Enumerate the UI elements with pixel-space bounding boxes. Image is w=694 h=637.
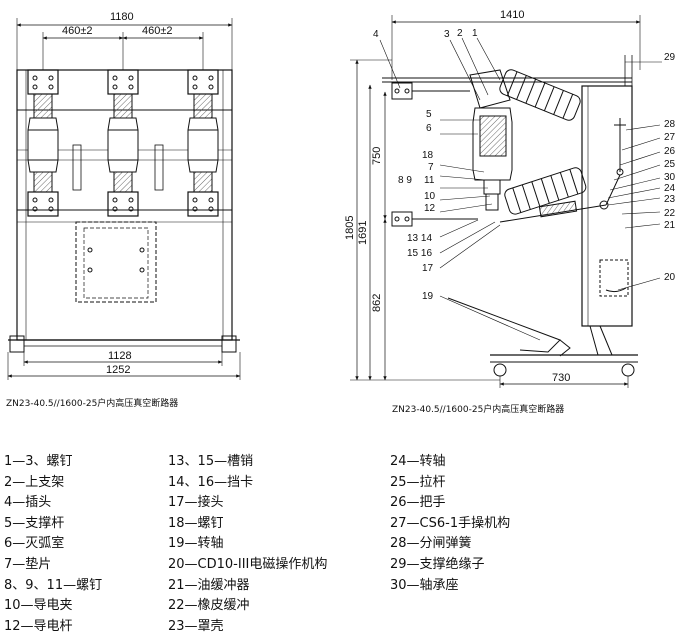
legend-item: 24—转轴	[390, 454, 446, 469]
legend-item: 30—轴承座	[390, 577, 459, 593]
callout-23: 23	[664, 194, 676, 205]
callout-22: 22	[664, 208, 676, 219]
callout-20: 20	[664, 272, 676, 283]
legend-item: 28—分闸弹簧	[390, 536, 472, 552]
legend-item: 1—3、螺钉	[4, 454, 73, 469]
callout-10: 10	[424, 191, 436, 202]
callout-26: 26	[664, 146, 676, 157]
callout-19: 19	[422, 291, 434, 302]
callout-8-9: 8 9	[398, 175, 412, 186]
legend-item: 7—垫片	[4, 556, 52, 572]
callout-5: 5	[426, 109, 432, 120]
pole-3	[187, 69, 219, 217]
dim-1805: 1805	[344, 216, 356, 240]
dim-730: 730	[552, 372, 570, 384]
pole-1	[27, 69, 59, 217]
legend-item: 23—罩壳	[168, 618, 224, 634]
legend-item: 25—拉杆	[390, 474, 446, 490]
callout-28: 28	[664, 119, 676, 130]
pole-2	[107, 69, 139, 217]
legend-item: 13、15—槽销	[168, 454, 254, 469]
callout-12: 12	[424, 203, 436, 214]
callout-15-16: 15 16	[407, 248, 432, 259]
callout-7: 7	[428, 162, 434, 173]
left-caption: ZN23-40.5//1600-25户内高压真空断路器	[6, 399, 179, 409]
technical-drawing: 1180 460±2 460±2 1128 1252	[7, 9, 676, 388]
callout-18: 18	[422, 150, 434, 161]
legend-column-2: 13、15—槽销 14、16—挡卡 17—接头 18—螺钉 19—转轴 20—C…	[168, 452, 327, 637]
dim-460-b: 460±2	[142, 25, 173, 37]
legend-column-3: 24—转轴 25—拉杆 26—把手 27—CS6-1手操机构 28—分闸弹簧 2…	[390, 452, 510, 596]
legend-item: 27—CS6-1手操机构	[390, 515, 511, 531]
dim-1410: 1410	[500, 9, 524, 21]
callout-21: 21	[664, 220, 676, 231]
legend-item: 20—CD10-III电磁操作机构	[168, 556, 328, 572]
callouts: 4 3 2 1 29 5 6 18 7 8 9 11 10 12 13 14 1…	[373, 28, 676, 302]
dim-1252: 1252	[106, 364, 130, 376]
legend-item: 18—螺钉	[168, 515, 224, 531]
side-view	[350, 15, 662, 388]
right-caption: ZN23-40.5//1600-25户内高压真空断路器	[392, 405, 565, 415]
legend-item: 4—插头	[4, 495, 52, 511]
legend-item: 10—导电夹	[4, 598, 73, 614]
callout-1: 1	[472, 28, 478, 39]
dim-1180: 1180	[110, 11, 134, 23]
dim-862: 862	[371, 294, 383, 312]
front-view	[7, 18, 241, 380]
callout-30: 30	[664, 172, 676, 183]
callout-25: 25	[664, 159, 676, 170]
callout-13-14: 13 14	[407, 233, 432, 244]
legend-item: 17—接头	[168, 495, 224, 511]
callout-24: 24	[664, 183, 676, 194]
legend-item: 19—转轴	[168, 536, 224, 552]
callout-4: 4	[373, 29, 379, 40]
legend-item: 29—支撑绝缘子	[390, 556, 485, 572]
legend-item: 2—上支架	[4, 474, 65, 490]
dim-750: 750	[371, 147, 383, 165]
callout-6: 6	[426, 123, 432, 134]
legend-column-1: 1—3、螺钉 2—上支架 4—插头 5—支撑杆 6—灭弧室 7—垫片 8、9、1…	[4, 452, 102, 637]
dim-460-a: 460±2	[62, 25, 93, 37]
legend-item: 6—灭弧室	[4, 536, 65, 552]
dim-1128: 1128	[108, 350, 132, 362]
callout-29: 29	[664, 52, 676, 63]
legend-item: 8、9、11—螺钉	[4, 577, 103, 593]
callout-27: 27	[664, 132, 676, 143]
callout-3: 3	[444, 29, 450, 40]
dim-1691: 1691	[357, 221, 369, 245]
legend-item: 22—橡皮缓冲	[168, 598, 250, 614]
callout-11: 11	[424, 175, 435, 186]
legend-item: 12—导电杆	[4, 618, 73, 634]
legend-item: 5—支撑杆	[4, 515, 65, 531]
callout-17: 17	[422, 263, 434, 274]
legend-item: 21—油缓冲器	[168, 577, 250, 593]
callout-2: 2	[457, 28, 463, 39]
legend-item: 26—把手	[390, 495, 446, 511]
parts-legend: 1—3、螺钉 2—上支架 4—插头 5—支撑杆 6—灭弧室 7—垫片 8、9、1…	[0, 452, 694, 634]
legend-item: 14、16—挡卡	[168, 474, 254, 490]
